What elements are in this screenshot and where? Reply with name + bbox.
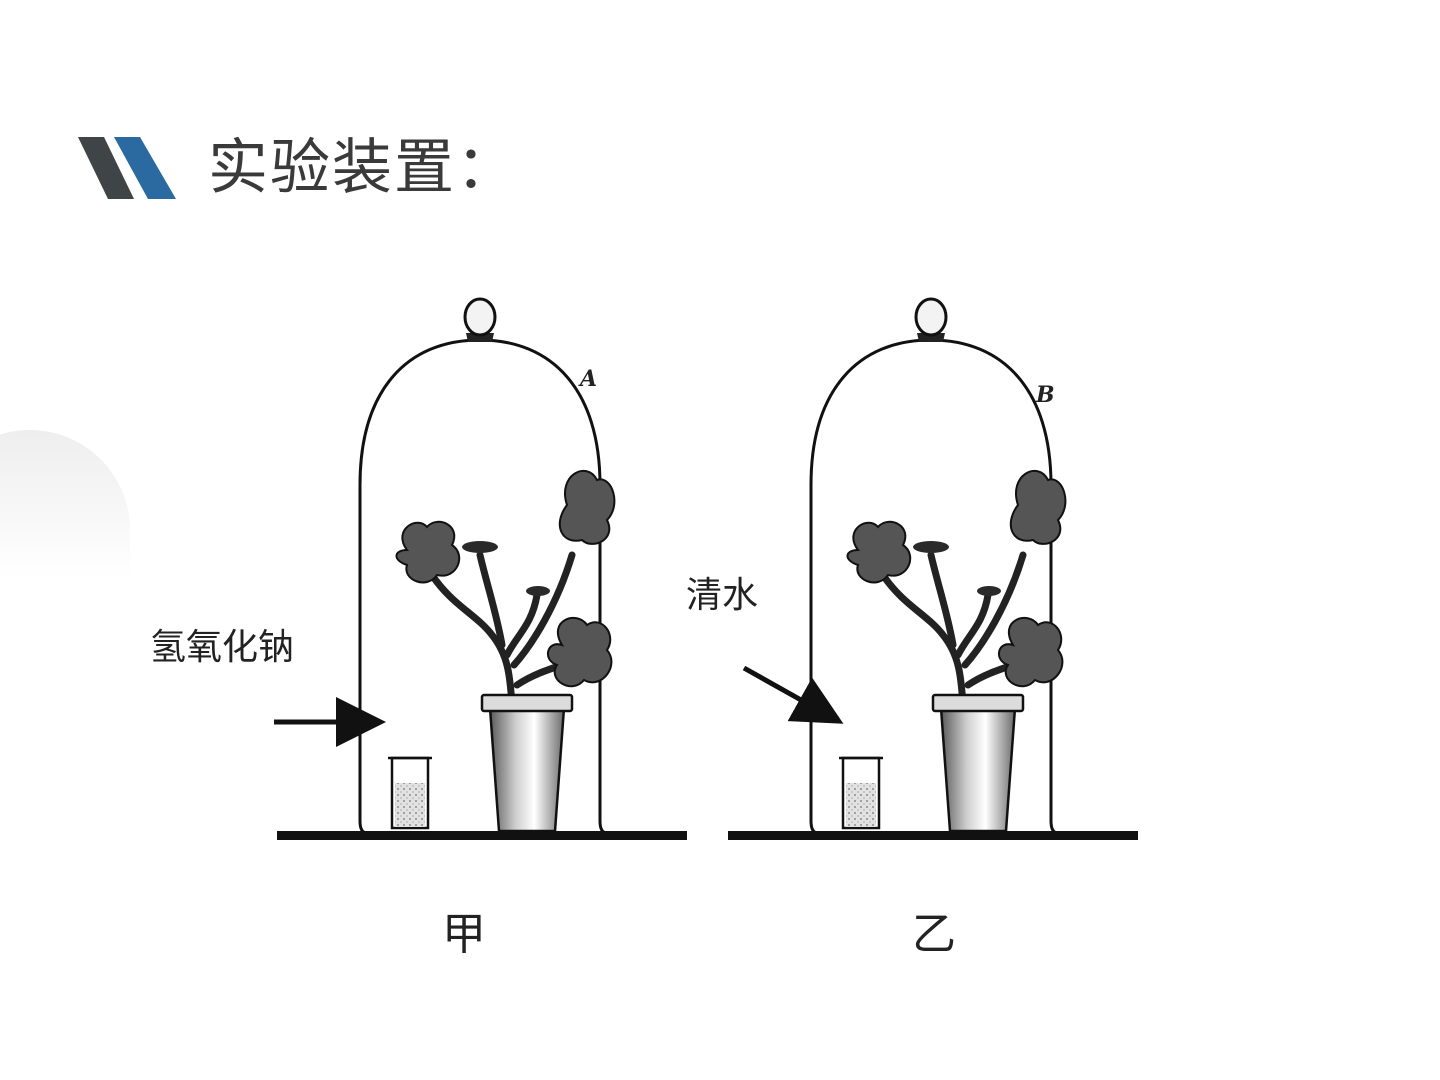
apparatus-left [277,299,687,840]
jar-letter-a: A [580,366,598,392]
title-chevron-icon [78,137,176,199]
jar-letter-b: B [1036,382,1055,408]
arrow-right [742,665,844,724]
reagent-label-sodium-hydroxide: 氢氧化钠 [150,627,295,668]
caption-yi: 乙 [912,909,956,960]
title-bar: 实验装置： [78,128,518,208]
page-title: 实验装置： [208,133,518,203]
apparatus-right [728,299,1138,840]
caption-jia: 甲 [442,909,486,960]
reagent-label-water: 清水 [686,575,759,616]
